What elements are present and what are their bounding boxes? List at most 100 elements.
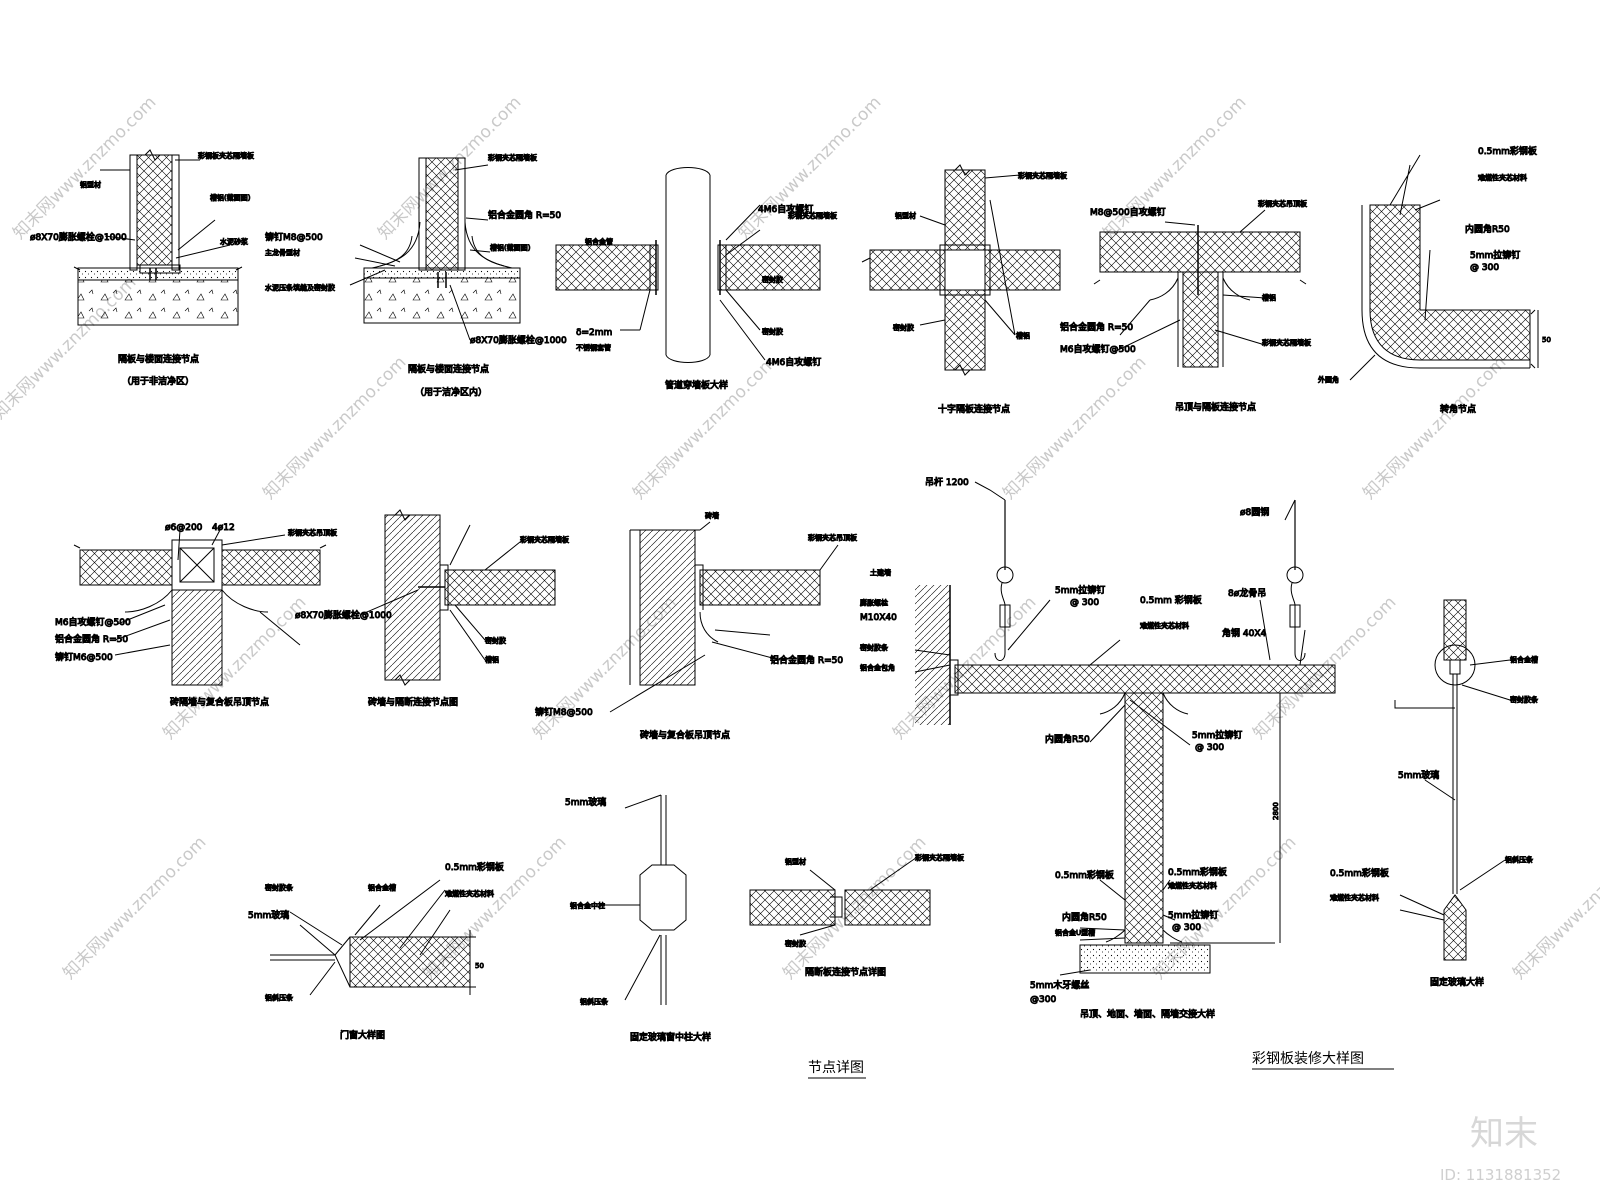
d1-tag1: ø8X70膨胀螺栓@1000 — [30, 231, 127, 243]
d11-title: 固定玻璃大样 — [1430, 976, 1484, 988]
watermark-text: 知末网www.znzmo.com — [1099, 93, 1250, 244]
d3-tag5: δ=2mm — [576, 328, 612, 338]
d8-tag1: ø8X70膨胀螺栓@1000 — [295, 609, 392, 621]
d3-tag4: 密封胶 — [762, 327, 783, 336]
d6-tag6: 外圆角 — [1318, 375, 1339, 384]
detail-corner-node — [1349, 154, 1539, 381]
d10-tag23: 铝合金U型槽 — [1055, 928, 1095, 937]
d12-tag2: 铝合金槽 — [368, 883, 396, 892]
sheet-title-right: 彩钢板装修大样图 — [1252, 1051, 1364, 1067]
watermark-text: 知末网www.znzmo.com — [629, 353, 780, 504]
d10-tag18: 0.5mm彩钢板 — [1168, 866, 1227, 878]
d1-title: 隔板与楼面连接节点 — [118, 353, 199, 365]
d8-tag2: 彩钢夹芯隔墙板 — [520, 535, 569, 544]
d1-tag2: 彩钢板夹芯隔墙板 — [198, 151, 254, 160]
d10-tag1: 吊杆 1200 — [925, 476, 969, 488]
d12-tag4: 难燃性夹芯材料 — [445, 889, 494, 898]
d11-tag2: 密封胶条 — [1510, 695, 1538, 704]
d13-tag2: 铝合金中柱 — [570, 901, 605, 910]
d2-tag3: 水泥压条填缝及密封胶 — [265, 283, 335, 292]
d8-title: 砖墙与隔断连接节点图 — [368, 696, 458, 708]
d8-tag3: 密封胶 — [485, 636, 506, 645]
brand-logo: 知末 — [1470, 1114, 1538, 1154]
d10-tag5: M10X40 — [860, 613, 897, 623]
d6-title: 转角节点 — [1440, 403, 1476, 415]
d4-tag1: 彩钢夹芯隔墙板 — [1018, 171, 1067, 180]
d2-tag4: 彩钢夹芯隔墙板 — [488, 153, 537, 162]
d14-title: 隔断板连接节点详图 — [805, 966, 886, 978]
d14-tag3: 密封胶 — [785, 939, 806, 948]
sheet-title-left: 节点详图 — [808, 1060, 864, 1076]
d6-tag1: 0.5mm彩钢板 — [1478, 145, 1537, 157]
d2-subtitle: （用于洁净区内） — [415, 386, 487, 398]
detail-partition-floor-nonclean — [73, 149, 243, 326]
d10-tag9: @ 300 — [1070, 598, 1099, 608]
d7-tag1: ø6@200 — [165, 523, 203, 533]
d9-title: 砖墙与复合板吊顶节点 — [640, 729, 730, 741]
watermark-text: 知末网www.znzmo.com — [59, 833, 210, 984]
d12-tag3: 0.5mm彩钢板 — [445, 861, 504, 873]
d2-tag7: ø8X70膨胀螺栓@1000 — [470, 334, 567, 346]
d9-tag4: 砖墙 — [705, 511, 719, 520]
d11-tag5: 0.5mm彩钢板 — [1330, 867, 1389, 879]
watermark-text: 知末网www.znzmo.com — [999, 353, 1150, 504]
d10-tag7: 铝合金包角 — [860, 663, 895, 672]
d10-tag4: 膨胀螺栓 — [860, 598, 888, 607]
d6-tag4: 5mm拉铆钉 — [1470, 249, 1520, 261]
detail-pipe-through-wall — [555, 167, 821, 363]
detail-ceiling-floor-wall-junction — [914, 481, 1336, 976]
d7-title: 砖隔墙与复合板吊顶节点 — [170, 696, 269, 708]
d10-tag24: 5mm木牙螺丝 — [1030, 979, 1089, 991]
detail-partition-board-connection — [749, 854, 931, 936]
d12-tag5: 5mm玻璃 — [248, 909, 289, 921]
d1-tag4: 槽铝(截面图) — [210, 193, 251, 202]
d5-title: 吊顶与隔板连接节点 — [1175, 401, 1256, 413]
d6-tag5: @ 300 — [1470, 263, 1499, 273]
d12-tag6: 铝斜压条 — [265, 993, 293, 1002]
d5-tag6: 彩钢夹芯隔墙板 — [1262, 338, 1311, 347]
d3-tag3: 彩钢夹芯隔墙板 — [788, 211, 837, 220]
d10-tag25: @300 — [1030, 995, 1056, 1005]
watermark-text: 知末网www.znzmo.com — [259, 353, 410, 504]
d12-title: 门窗大样图 — [340, 1029, 385, 1041]
detail-glass-mullion — [600, 794, 687, 1005]
d12-dim: 50 — [475, 962, 484, 970]
d6-tag3: 内圆角R50 — [1465, 223, 1510, 235]
d13-tag3: 铝斜压条 — [580, 997, 608, 1006]
d6-tag2: 难燃性夹芯材料 — [1478, 173, 1527, 182]
d3-title: 管道穿墙板大样 — [665, 379, 728, 391]
d11-tag1: 铝合金槽 — [1510, 655, 1538, 664]
d10-tag3: 土建墙 — [870, 568, 891, 577]
d10-tag16: @ 300 — [1195, 743, 1224, 753]
watermark-text: 知末网www.znzmo.com — [734, 93, 885, 244]
detail-ceiling-partition — [1093, 209, 1307, 368]
d10-tag10: 0.5mm 彩钢板 — [1140, 594, 1202, 606]
d10-tag15: 5mm拉铆钉 — [1192, 729, 1242, 741]
d7-tag4: 铝合金圆角 R=50 — [55, 633, 128, 645]
d10-tag11: 难燃性夹芯材料 — [1140, 621, 1189, 630]
d7-tag2: 4ø12 — [212, 523, 235, 533]
d2-tag2: 主龙骨型材 — [265, 248, 300, 257]
d2-tag6: 槽铝(截面图) — [490, 243, 531, 252]
d12-tag1: 密封胶条 — [265, 883, 293, 892]
d6-dim: 50 — [1542, 336, 1551, 344]
d10-title: 吊顶、地面、墙面、隔墙交接大样 — [1080, 1008, 1215, 1020]
d10-tag2: ø8圆钢 — [1240, 506, 1269, 518]
d10-tag6: 密封胶条 — [860, 643, 888, 652]
d1-tag5: 水泥砂浆 — [220, 237, 248, 246]
detail-partition-floor-clean — [349, 157, 521, 341]
d3-tag6: 不锈钢套管 — [576, 343, 611, 352]
d10-tag21: 5mm拉铆钉 — [1168, 909, 1218, 921]
watermark-text: 知末网www.znzmo.com — [1359, 353, 1510, 504]
detail-brick-wall-partition — [359, 509, 556, 686]
d5-tag5: 槽铝 — [1262, 293, 1276, 302]
d5-tag1: M8@500自攻螺钉 — [1090, 206, 1166, 218]
detail-cross-partition — [861, 164, 1061, 376]
d3-tag7: 4M6自攻螺钉 — [766, 356, 821, 368]
d13-tag1: 5mm玻璃 — [565, 796, 606, 808]
d2-title: 隔板与楼面连接节点 — [408, 363, 489, 375]
detail-fixed-glass — [1394, 599, 1511, 961]
d10-tag14: 内圆角R50 — [1045, 733, 1090, 745]
detail-brick-partition-ceiling — [73, 529, 327, 686]
